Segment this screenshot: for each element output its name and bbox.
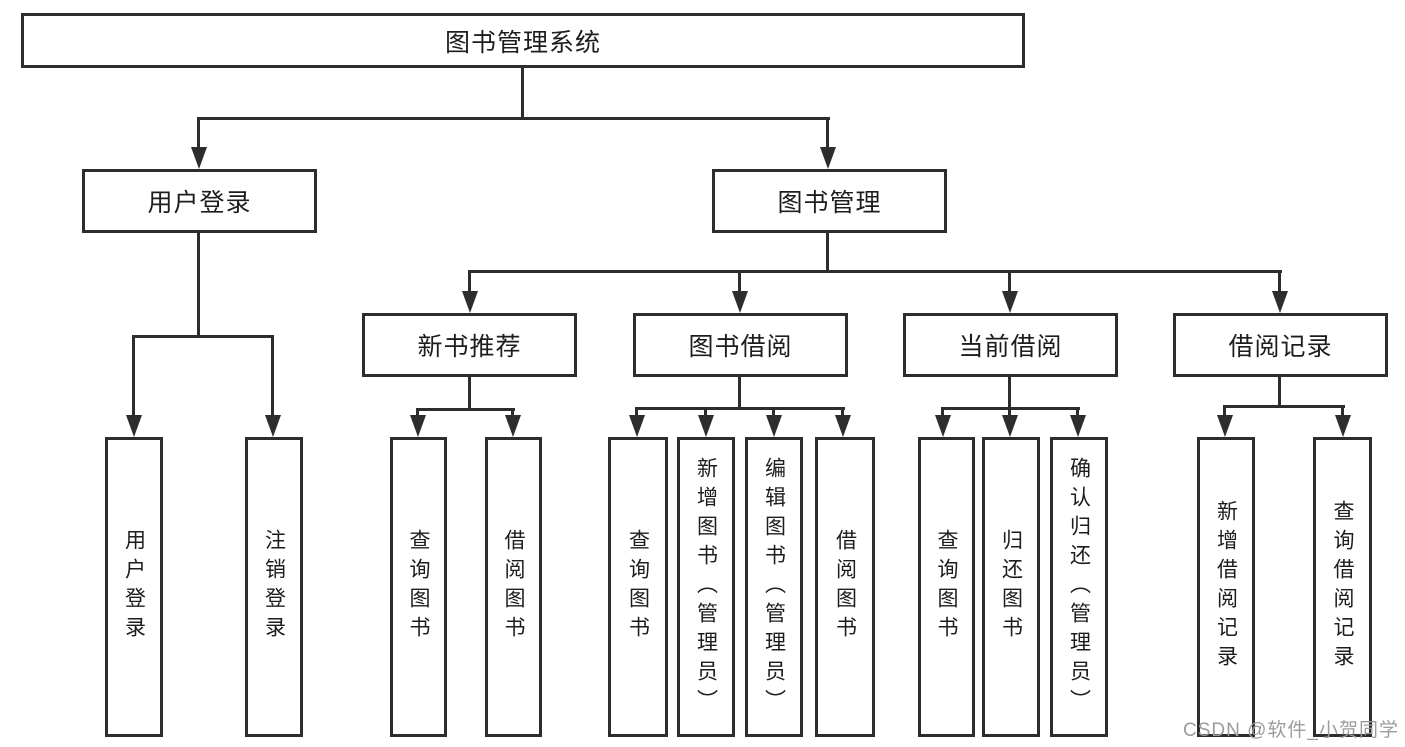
connector-group3-stub-2 xyxy=(1008,407,1011,416)
arrowhead-book-borrow xyxy=(732,291,748,313)
arrowhead-g3-leaf-2 xyxy=(1002,415,1018,437)
arrowhead-user-login xyxy=(191,147,207,169)
connector-group4-stub-2 xyxy=(1341,405,1344,416)
connector-user-login-stem xyxy=(197,233,200,335)
connector-group2-bar xyxy=(635,407,845,410)
leaf-query-book-3: 查询图书 xyxy=(918,437,975,737)
connector-group1-stub-1 xyxy=(416,408,419,416)
connector-group2-stub-3 xyxy=(772,407,775,416)
node-root: 图书管理系统 xyxy=(21,13,1025,68)
connector-group4-bar xyxy=(1223,405,1345,408)
connector-l2-drop-right xyxy=(826,117,829,149)
arrowhead-book-mgmt xyxy=(820,147,836,169)
arrowhead-g3-leaf-1 xyxy=(935,415,951,437)
connector-l3-drop-4 xyxy=(1278,270,1281,292)
connector-group4-stub-1 xyxy=(1223,405,1226,416)
leaf-confirm-return-admin: 确认归还（管理员） xyxy=(1050,437,1108,737)
leaf-add-borrow-record: 新增借阅记录 xyxy=(1197,437,1255,737)
connector-book-mgmt-stem xyxy=(826,233,829,270)
connector-group2-stub-2 xyxy=(704,407,707,416)
arrowhead-current-borrow xyxy=(1002,291,1018,313)
leaf-query-borrow-record: 查询借阅记录 xyxy=(1313,437,1372,737)
connector-group3-stub-1 xyxy=(941,407,944,416)
arrowhead-g4-leaf-1 xyxy=(1217,415,1233,437)
connector-user-login-drop-2 xyxy=(271,335,274,415)
arrowhead-leaf-logout xyxy=(265,415,281,437)
connector-user-login-drop-1 xyxy=(132,335,135,415)
leaf-borrow-book-2: 借阅图书 xyxy=(815,437,875,737)
connector-l3-bar xyxy=(468,270,1282,273)
connector-group1-stem xyxy=(468,377,471,408)
connector-l3-drop-2 xyxy=(738,270,741,292)
connector-group2-stub-1 xyxy=(635,407,638,416)
node-book-borrow: 图书借阅 xyxy=(633,313,848,377)
leaf-add-book-admin: 新增图书（管理员） xyxy=(677,437,735,737)
csdn-watermark: CSDN @软件_小贺同学 xyxy=(1183,720,1399,741)
connector-group2-stub-4 xyxy=(841,407,844,416)
leaf-edit-book-admin: 编辑图书（管理员） xyxy=(745,437,803,737)
connector-l2-bar xyxy=(197,117,830,120)
arrowhead-g4-leaf-2 xyxy=(1335,415,1351,437)
node-book-mgmt: 图书管理 xyxy=(712,169,947,233)
arrowhead-g1-leaf-2 xyxy=(505,415,521,437)
connector-group1-bar xyxy=(416,408,515,411)
connector-group2-stem xyxy=(738,377,741,407)
arrowhead-leaf-user-login xyxy=(126,415,142,437)
arrowhead-g1-leaf-1 xyxy=(410,415,426,437)
leaf-query-book-2: 查询图书 xyxy=(608,437,668,737)
node-borrow-records: 借阅记录 xyxy=(1173,313,1388,377)
connector-l3-drop-1 xyxy=(468,270,471,292)
node-new-book-rec: 新书推荐 xyxy=(362,313,577,377)
arrowhead-g2-leaf-3 xyxy=(766,415,782,437)
arrowhead-g3-leaf-3 xyxy=(1070,415,1086,437)
connector-user-login-bar xyxy=(132,335,274,338)
arrowhead-g2-leaf-1 xyxy=(629,415,645,437)
connector-l3-drop-3 xyxy=(1008,270,1011,292)
leaf-borrow-book-1: 借阅图书 xyxy=(485,437,542,737)
connector-group3-stem xyxy=(1008,377,1011,407)
arrowhead-g2-leaf-2 xyxy=(698,415,714,437)
node-current-borrow: 当前借阅 xyxy=(903,313,1118,377)
leaf-user-login: 用户登录 xyxy=(105,437,163,737)
arrowhead-g2-leaf-4 xyxy=(835,415,851,437)
node-user-login: 用户登录 xyxy=(82,169,317,233)
connector-group3-stub-3 xyxy=(1076,407,1079,416)
arrowhead-borrow-records xyxy=(1272,291,1288,313)
leaf-query-book-1: 查询图书 xyxy=(390,437,447,737)
leaf-return-book: 归还图书 xyxy=(982,437,1040,737)
leaf-logout: 注销登录 xyxy=(245,437,303,737)
connector-group4-stem xyxy=(1278,377,1281,405)
arrowhead-new-book-rec xyxy=(462,291,478,313)
connector-l2-drop-left xyxy=(197,117,200,149)
connector-root-stem xyxy=(521,68,524,118)
connector-group1-stub-2 xyxy=(511,408,514,416)
